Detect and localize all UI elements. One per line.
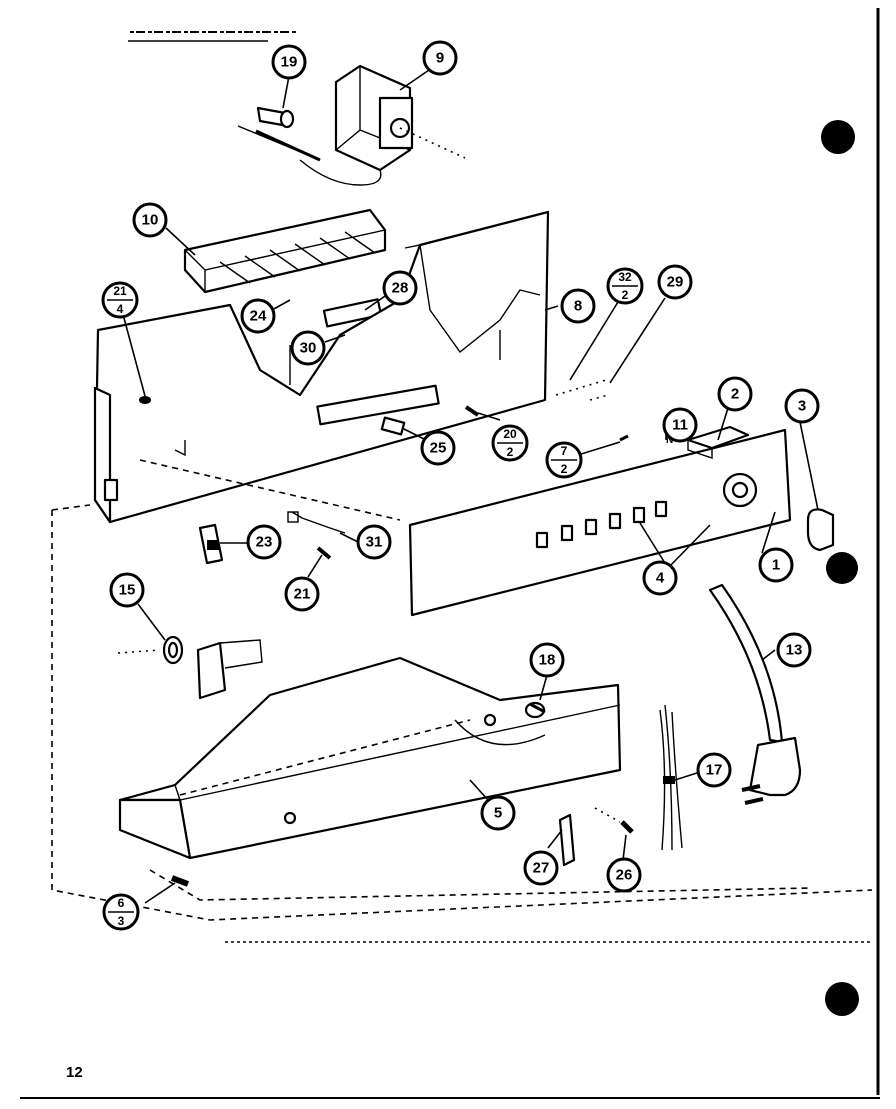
callout-5: 5	[480, 795, 516, 831]
svg-text:27: 27	[533, 860, 550, 877]
svg-text:7: 7	[561, 444, 568, 458]
svg-text:26: 26	[616, 867, 633, 884]
binder-hole	[821, 120, 855, 154]
panel-marking: N	[666, 435, 673, 446]
callout-3: 3	[784, 388, 820, 424]
svg-text:19: 19	[281, 54, 298, 71]
callout-fraction-32-2: 32 2	[606, 267, 644, 305]
svg-text:2: 2	[622, 288, 629, 302]
callout-8: 8	[560, 288, 596, 324]
callout-31: 31	[356, 524, 392, 560]
part-bezel	[117, 635, 263, 700]
part-wire-lead	[659, 704, 683, 851]
callout-29: 29	[657, 264, 693, 300]
svg-text:5: 5	[494, 805, 502, 822]
callout-15: 15	[109, 572, 145, 608]
callout-19: 19	[271, 44, 307, 80]
svg-text:21: 21	[294, 586, 311, 603]
part-clip	[806, 508, 835, 552]
svg-text:8: 8	[574, 298, 582, 315]
leader-lines	[123, 69, 819, 904]
panel-buttons	[535, 500, 668, 549]
svg-text:28: 28	[392, 280, 409, 297]
callouts: 19 9 10 24 28 30 8 29 11 2 3 25 23 31 21…	[109, 40, 820, 893]
svg-text:21: 21	[113, 284, 127, 298]
part-screw	[170, 875, 190, 887]
svg-text:29: 29	[667, 274, 684, 291]
assembly-outline	[51, 459, 873, 921]
svg-text:30: 30	[300, 340, 317, 357]
part-control-panel: N	[408, 428, 792, 617]
part-thermostat	[299, 64, 466, 186]
callout-13: 13	[776, 632, 812, 668]
page-number: 12	[66, 1064, 83, 1081]
svg-text:10: 10	[142, 212, 159, 229]
svg-text:3: 3	[798, 398, 806, 415]
svg-text:15: 15	[119, 582, 136, 599]
svg-text:32: 32	[618, 270, 632, 284]
callout-26: 26	[606, 857, 642, 893]
callout-30: 30	[290, 330, 326, 366]
header-smudge	[128, 26, 308, 46]
callout-28: 28	[382, 270, 418, 306]
binder-holes	[821, 120, 859, 1016]
callout-11: 11	[662, 407, 698, 443]
callout-24: 24	[240, 298, 276, 334]
callout-27: 27	[523, 850, 559, 886]
svg-text:23: 23	[256, 534, 273, 551]
svg-text:9: 9	[436, 50, 444, 67]
svg-text:18: 18	[539, 652, 556, 669]
svg-text:2: 2	[561, 462, 568, 476]
page-border	[20, 8, 880, 1099]
part-clip-and-screw	[558, 807, 634, 867]
svg-text:13: 13	[786, 642, 803, 659]
svg-text:11: 11	[672, 417, 688, 434]
small-fasteners	[380, 379, 629, 442]
part-capillary-bulb	[237, 106, 321, 162]
callout-4: 4	[642, 560, 678, 596]
svg-text:6: 6	[118, 896, 125, 910]
svg-text:1: 1	[772, 557, 780, 574]
callout-21: 21	[284, 576, 320, 612]
part-spring-and-pin	[287, 511, 346, 560]
callout-fraction-21-4: 21 4	[101, 281, 139, 319]
svg-text:3: 3	[118, 914, 125, 928]
svg-text:4: 4	[117, 302, 124, 316]
binder-hole	[825, 982, 859, 1016]
callout-2: 2	[717, 376, 753, 412]
svg-text:24: 24	[250, 308, 267, 325]
svg-text:31: 31	[366, 534, 383, 551]
callout-23: 23	[246, 524, 282, 560]
callout-10: 10	[132, 202, 168, 238]
callout-25: 25	[420, 430, 456, 466]
svg-text:17: 17	[706, 762, 723, 779]
callout-fraction-7-2: 7 2	[545, 441, 583, 479]
callout-9: 9	[422, 40, 458, 76]
callout-fraction-6-3: 6 3	[102, 893, 140, 931]
svg-text:4: 4	[656, 570, 665, 587]
fraction-callouts: 21 4 32 2 20 2 7 2 6 3	[101, 267, 644, 931]
part-base-tray	[118, 656, 622, 860]
part-switch	[198, 523, 224, 565]
part-grommet	[524, 701, 546, 719]
svg-text:25: 25	[430, 440, 447, 457]
callout-fraction-20-2: 20 2	[491, 424, 529, 462]
part-upper-housing	[93, 210, 550, 524]
callout-17: 17	[696, 752, 732, 788]
svg-text:2: 2	[731, 386, 739, 403]
svg-text:2: 2	[507, 445, 514, 459]
callout-1: 1	[758, 547, 794, 583]
callout-18: 18	[529, 642, 565, 678]
svg-text:20: 20	[503, 427, 517, 441]
part-switch-bank	[183, 208, 387, 328]
part-power-cord	[708, 583, 802, 805]
binder-hole	[826, 552, 858, 584]
